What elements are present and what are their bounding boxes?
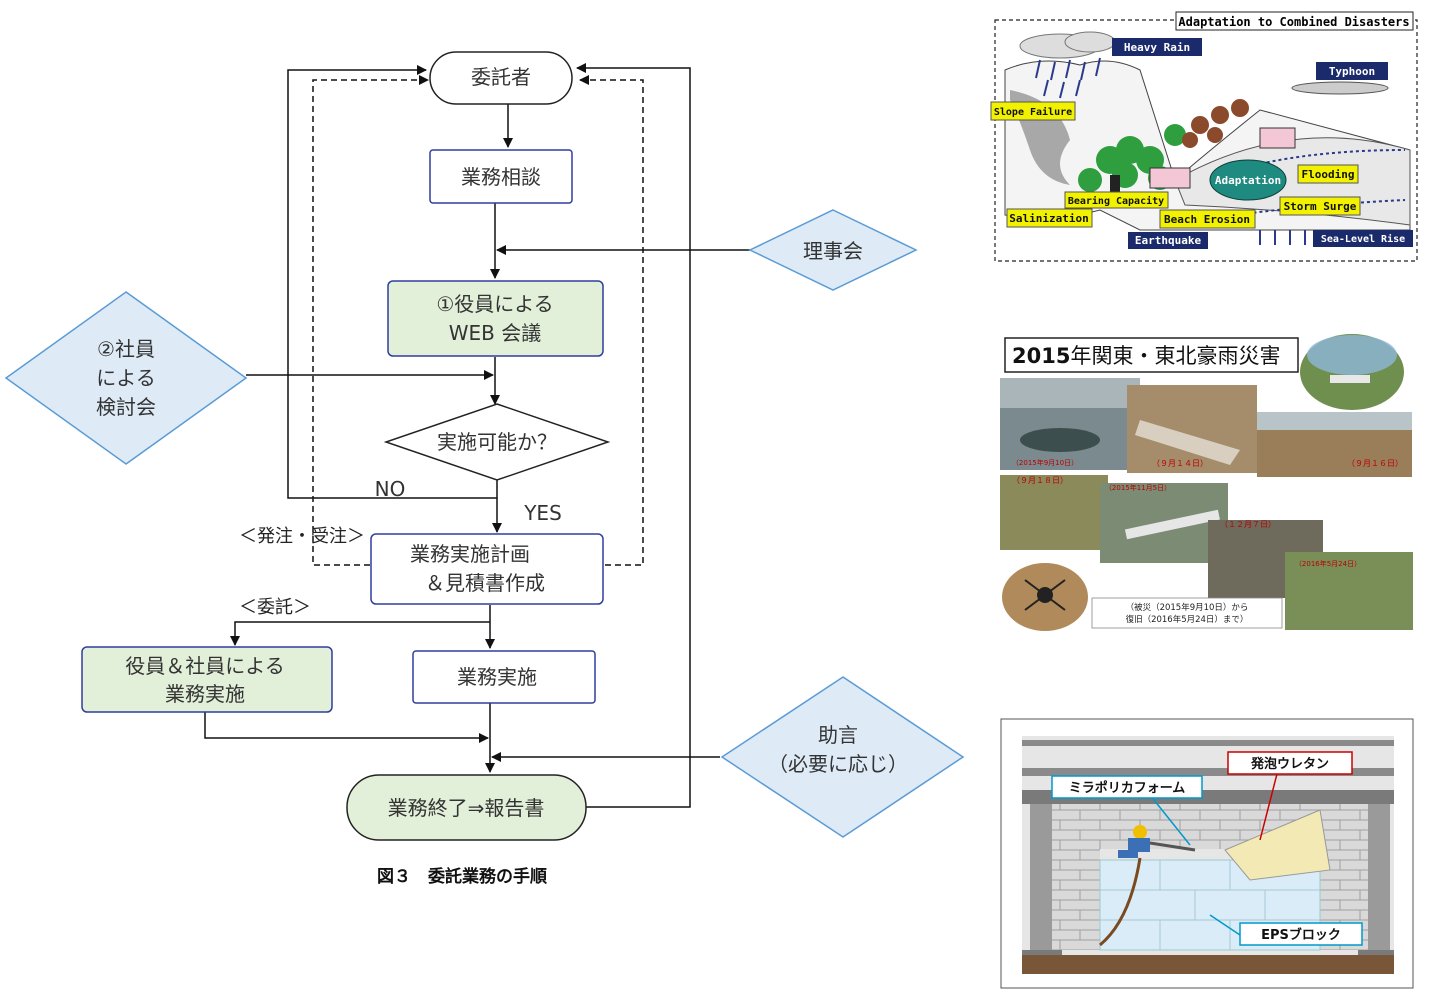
figure-adaptation-disasters: Adaptation to Combined Disasters xyxy=(990,11,1418,262)
photo-note-line2: 復旧（2016年5月24日）まで） xyxy=(1126,614,1249,625)
node-plan-line2: ＆見積書作成 xyxy=(425,571,545,595)
flow-connectors xyxy=(204,63,750,808)
worker-figure xyxy=(1118,825,1196,858)
label-typhoon: Typhoon xyxy=(1329,65,1375,78)
node-client-label: 委託者 xyxy=(471,65,531,89)
node-consultation-label: 業務相談 xyxy=(461,165,541,189)
figure-caption: 図３ 委託業務の手順 xyxy=(377,866,548,887)
ground xyxy=(1022,955,1394,974)
node-officer-execution-line2: 業務実施 xyxy=(165,682,245,706)
adaptation-title: Adaptation to Combined Disasters xyxy=(1178,15,1409,29)
node-web-meeting: ①役員による WEB 会議 xyxy=(387,280,604,357)
column-left xyxy=(1030,804,1052,954)
photo-label-0910: （2015年9月10日） xyxy=(1012,458,1078,467)
label-adaptation: Adaptation xyxy=(1215,174,1281,187)
node-decision: 実施可能か？ xyxy=(383,403,611,481)
label-slope-failure: Slope Failure xyxy=(994,106,1072,118)
label-eps: EPSブロック xyxy=(1261,927,1341,943)
label-beach-erosion: Beach Erosion xyxy=(1164,213,1250,226)
node-execution: 業務実施 xyxy=(412,650,596,704)
photo-note-line1: （被災（2015年9月10日）から xyxy=(1126,602,1249,613)
node-advice-line1: 助言 xyxy=(818,723,858,747)
yes-label: YES xyxy=(523,501,562,525)
title-rest: 年関東・東北豪雨災害 xyxy=(1070,344,1280,368)
photo-label-0914: （９月１４日） xyxy=(1152,459,1208,468)
label-flooding: Flooding xyxy=(1302,168,1355,181)
photo-label-0524: （2016年5月24日） xyxy=(1295,559,1361,568)
node-advice-line2: （必要に応じ） xyxy=(768,752,908,776)
hose xyxy=(1099,857,1142,947)
node-execution-label: 業務実施 xyxy=(457,665,537,689)
label-salinization: Salinization xyxy=(1009,212,1088,225)
node-web-meeting-line2: WEB 会議 xyxy=(449,321,542,345)
node-client: 委託者 xyxy=(429,51,573,105)
node-officer-execution: 役員＆社員による 業務実施 xyxy=(81,646,333,713)
node-staff-meeting-line2: による xyxy=(96,366,155,390)
node-decision-label: 実施可能か？ xyxy=(437,430,557,454)
urethane-foam xyxy=(1224,809,1331,881)
adaptation-ellipse xyxy=(1209,159,1287,201)
photo-label-1105: （2015年11月5日） xyxy=(1105,483,1171,492)
photo-label-1207: （１２月７日） xyxy=(1220,520,1276,529)
label-sea-level-rise: Sea-Level Rise xyxy=(1321,233,1405,245)
photo-0524 xyxy=(1285,552,1413,630)
node-staff-meeting-line3: 検討会 xyxy=(96,395,156,419)
node-staff-meeting-line1: ②社員 xyxy=(97,337,155,361)
node-consultation: 業務相談 xyxy=(429,149,573,204)
entrust-label: ＜委託＞ xyxy=(239,597,311,618)
title-year: 2015 xyxy=(1012,344,1070,368)
label-urethane: 発泡ウレタン xyxy=(1250,756,1329,772)
node-officer-execution-line1: 役員＆社員による xyxy=(125,654,284,678)
figure-eps-construction: 発泡ウレタン ミラポリカフォーム EPSブロック xyxy=(1000,718,1414,989)
order-label: ＜発注・受注＞ xyxy=(239,526,365,547)
flow-dashed-connectors xyxy=(312,75,644,566)
node-plan: 業務実施計画 ＆見積書作成 xyxy=(370,533,604,605)
label-storm-surge: Storm Surge xyxy=(1284,200,1357,213)
column-right xyxy=(1368,804,1390,954)
photo-label-0918: （９月１８日） xyxy=(1012,476,1068,485)
svg-text:2015年関東・東北豪雨災害: 2015年関東・東北豪雨災害 xyxy=(1012,344,1280,368)
label-earthquake: Earthquake xyxy=(1135,234,1202,247)
node-staff-meeting: ②社員 による 検討会 xyxy=(4,291,248,465)
node-web-meeting-line1: ①役員による xyxy=(436,292,553,316)
typhoon-cloud xyxy=(1291,81,1389,95)
photo-label-0916: （９月１６日） xyxy=(1347,459,1403,468)
node-plan-line1: 業務実施計画 xyxy=(410,542,530,566)
node-end-report: 業務終了⇒報告書 xyxy=(346,774,587,841)
node-end-report-label: 業務終了⇒報告書 xyxy=(388,796,545,820)
label-heavy-rain: Heavy Rain xyxy=(1124,41,1190,54)
trees-brown xyxy=(1182,99,1249,148)
node-board: 理事会 xyxy=(748,209,918,291)
figure-2015-disaster: 2015年関東・東北豪雨災害 （2015年9月10日） （９月１４日） （９月１… xyxy=(1000,334,1413,631)
photo-0918 xyxy=(1000,475,1108,550)
label-bearing-capacity: Bearing Capacity xyxy=(1068,195,1164,207)
node-advice: 助言 （必要に応じ） xyxy=(720,676,965,838)
node-board-label: 理事会 xyxy=(803,239,863,263)
label-foam: ミラポリカフォーム xyxy=(1069,780,1186,796)
no-label: NO xyxy=(375,477,406,501)
